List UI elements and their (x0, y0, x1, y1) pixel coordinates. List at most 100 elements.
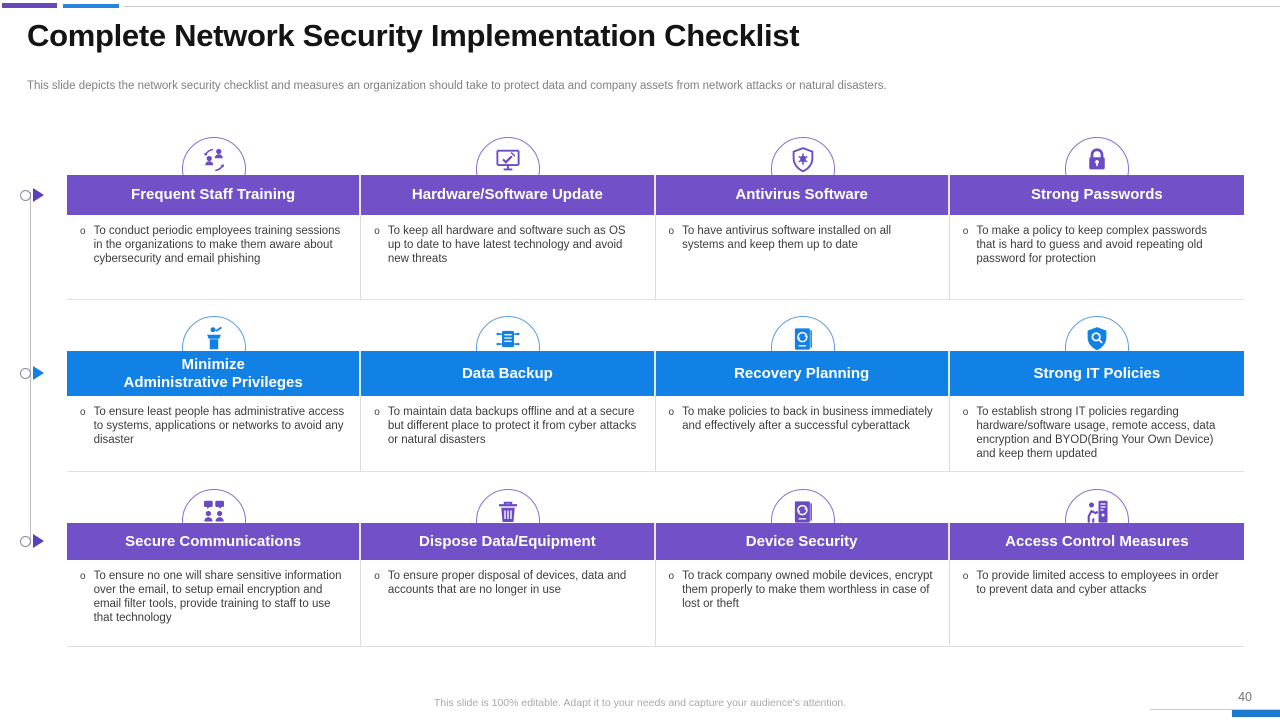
card-header: Data Backup (361, 351, 656, 396)
access-control-icon (1087, 500, 1108, 523)
top-hairline (124, 6, 1280, 7)
card-title: Data Backup (461, 364, 553, 382)
top-accent-purple (2, 3, 57, 8)
card-access-control-measures: Access Control Measures o To provide lim… (949, 489, 1244, 647)
timeline-marker-row3 (20, 534, 44, 548)
card-frequent-staff-training: Frequent Staff Training o To conduct per… (67, 137, 362, 300)
recovery-book-icon (794, 328, 812, 350)
card-header: Secure Communications (67, 523, 362, 560)
card-title: Device Security (745, 532, 858, 550)
card-body: o To provide limited access to employees… (949, 560, 1244, 647)
card-text: To maintain data backups offline and at … (387, 406, 637, 446)
card-body: o To conduct periodic employees training… (67, 215, 362, 300)
arrow-right-icon (33, 534, 44, 548)
card-secure-communications: Secure Communications o To ensure no one… (67, 489, 362, 647)
card-text: To ensure proper disposal of devices, da… (387, 570, 627, 596)
bullet-marker: o (374, 226, 380, 237)
padlock-icon (1089, 148, 1105, 170)
footer-note: This slide is 100% editable. Adapt it to… (433, 697, 847, 709)
card-text: To keep all hardware and software such a… (387, 225, 626, 265)
top-accent-blue (63, 4, 119, 8)
card-text: To make a policy to keep complex passwor… (976, 225, 1208, 265)
card-header: Minimize Administrative Privileges (67, 351, 362, 396)
bullet-marker: o (962, 571, 969, 582)
card-minimize-admin-privileges: Minimize Administrative Privileges o To … (67, 316, 362, 472)
page-number: 40 (1238, 690, 1252, 704)
card-hardware-software-update: Hardware/Software Update o To keep all h… (361, 137, 656, 300)
card-text: To conduct periodic employees training s… (93, 225, 341, 265)
staff-training-icon (204, 148, 225, 172)
podium-icon (207, 326, 222, 350)
card-antivirus-software: Antivirus Software o To have antivirus s… (655, 137, 950, 300)
card-body: o To make policies to back in business i… (655, 396, 950, 472)
card-text: To provide limited access to employees i… (976, 570, 1219, 596)
card-body: o To ensure no one will share sensitive … (67, 560, 362, 647)
card-device-security: Device Security o To track company owned… (655, 489, 950, 647)
bullet-marker: o (80, 571, 86, 582)
card-dispose-data-equipment: Dispose Data/Equipment o To ensure prope… (361, 489, 656, 647)
checklist-row-1: Frequent Staff Training o To conduct per… (67, 137, 1244, 300)
page-number-hairline (1150, 709, 1280, 710)
ring-icon (20, 535, 31, 547)
card-recovery-planning: Recovery Planning o To make policies to … (655, 316, 950, 472)
timeline-marker-row1 (20, 188, 44, 202)
card-body: o To ensure least people has administrat… (67, 396, 362, 472)
checklist-row-2: Minimize Administrative Privileges o To … (67, 316, 1244, 472)
card-title: Strong Passwords (1031, 186, 1163, 203)
card-body: o To track company owned mobile devices,… (655, 560, 950, 647)
card-strong-passwords: Strong Passwords o To make a policy to k… (949, 137, 1244, 300)
bullet-marker: o (374, 571, 380, 582)
card-text: To establish strong IT policies regardin… (976, 406, 1216, 460)
server-backup-icon (496, 330, 520, 348)
card-title: Secure Communications (125, 532, 302, 550)
card-title: Dispose Data/Equipment (419, 532, 596, 550)
ring-icon (20, 367, 31, 379)
bullet-marker: o (668, 226, 675, 237)
card-body: o To keep all hardware and software such… (361, 215, 656, 300)
page-number-accent-bar (1232, 710, 1280, 717)
hardware-update-icon (496, 149, 520, 171)
bullet-marker: o (374, 407, 380, 418)
timeline-line (30, 192, 31, 544)
bullet-marker: o (668, 571, 675, 582)
card-header: Strong Passwords (949, 175, 1244, 215)
card-header: Access Control Measures (949, 523, 1244, 560)
card-header: Frequent Staff Training (67, 175, 362, 215)
card-header: Strong IT Policies (949, 351, 1244, 396)
chat-people-icon (204, 500, 225, 522)
device-lock-icon (794, 501, 812, 523)
card-body: o To ensure proper disposal of devices, … (361, 560, 656, 647)
card-header: Dispose Data/Equipment (361, 523, 656, 560)
card-text: To ensure least people has administrativ… (93, 406, 345, 446)
card-text: To make policies to back in business imm… (682, 406, 933, 432)
timeline-marker-row2 (20, 366, 44, 380)
arrow-right-icon (33, 366, 44, 380)
card-title: Frequent Staff Training (131, 186, 296, 203)
card-header: Recovery Planning (655, 351, 950, 396)
page-title: Complete Network Security Implementation… (27, 18, 800, 53)
card-title: Minimize Administrative Privileges (123, 355, 303, 391)
checklist-row-3: Secure Communications o To ensure no one… (67, 489, 1244, 647)
card-text: To ensure no one will share sensitive in… (93, 570, 342, 624)
bullet-marker: o (668, 407, 675, 418)
card-title: Hardware/Software Update (411, 186, 603, 203)
ring-icon (20, 189, 31, 201)
card-body: o To establish strong IT policies regard… (949, 396, 1244, 472)
bullet-marker: o (962, 407, 969, 418)
bullet-marker: o (962, 226, 969, 237)
card-title: Antivirus Software (735, 186, 868, 203)
card-header: Antivirus Software (655, 175, 950, 215)
card-strong-it-policies: Strong IT Policies o To establish strong… (949, 316, 1244, 472)
card-title: Access Control Measures (1005, 532, 1189, 550)
card-header: Device Security (655, 523, 950, 560)
card-header: Hardware/Software Update (361, 175, 656, 215)
card-body: o To have antivirus software installed o… (655, 215, 950, 300)
card-text: To track company owned mobile devices, e… (682, 570, 933, 610)
card-text: To have antivirus software installed on … (682, 225, 892, 251)
card-data-backup: Data Backup o To maintain data backups o… (361, 316, 656, 472)
card-body: o To maintain data backups offline and a… (361, 396, 656, 472)
card-body: o To make a policy to keep complex passw… (949, 215, 1244, 300)
page-subtitle: This slide depicts the network security … (27, 80, 887, 92)
arrow-right-icon (33, 188, 44, 202)
card-title: Strong IT Policies (1033, 364, 1161, 382)
